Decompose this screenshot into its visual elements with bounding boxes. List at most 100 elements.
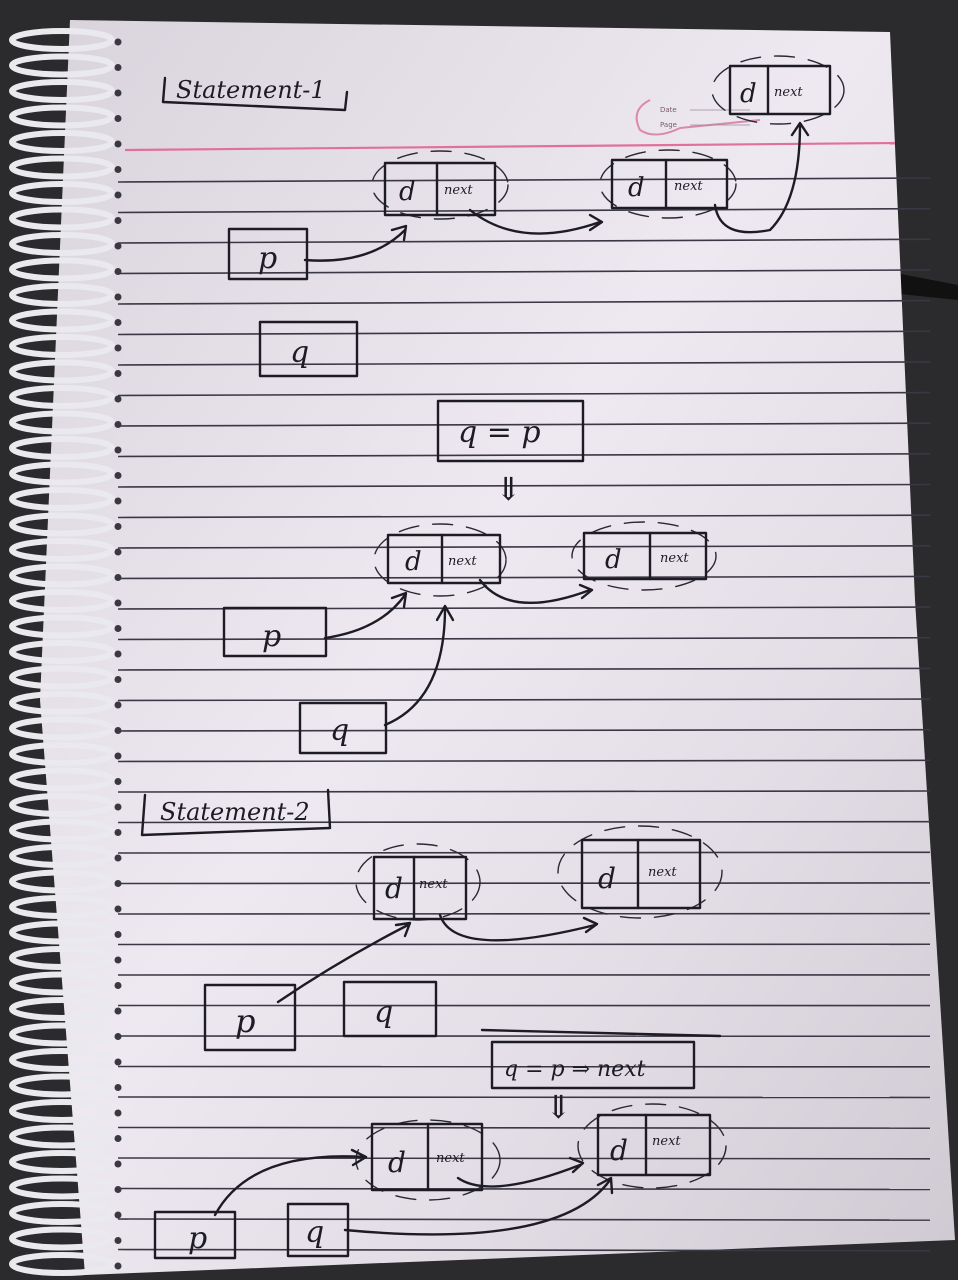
ruled-line xyxy=(117,544,931,549)
node-next-label: next xyxy=(648,865,677,880)
spiral-ring xyxy=(9,53,122,78)
spiral-ring xyxy=(9,1048,122,1072)
spiral-ring xyxy=(9,691,122,715)
node-next-label: next xyxy=(444,183,473,198)
ruled-line xyxy=(117,636,931,641)
spiral-ring xyxy=(9,385,122,409)
ruled-line xyxy=(117,882,931,885)
pointer-p-label: p xyxy=(235,1002,255,1040)
paper-sheet xyxy=(40,20,955,1275)
s1-node-2: d next xyxy=(599,149,737,219)
spiral-ring xyxy=(9,206,122,231)
ruled-line xyxy=(117,299,931,305)
ruled-line xyxy=(117,1218,931,1221)
spiral-ring xyxy=(9,410,122,435)
spiral-ring xyxy=(9,971,122,996)
s1-pointer-p: p xyxy=(227,227,309,281)
s2-pointer-q: q xyxy=(342,980,438,1038)
node-data-label: d xyxy=(610,1134,628,1167)
spiral-ring xyxy=(9,793,122,817)
spiral-ring xyxy=(9,232,122,256)
spiral-ring xyxy=(9,1150,122,1174)
spiral-binding xyxy=(9,28,122,1276)
s1-assignment: q = p xyxy=(436,399,585,463)
ruled-line xyxy=(117,851,931,854)
s1-node-3: d next xyxy=(711,55,845,125)
statement-2-heading-text: Statement-2 xyxy=(160,798,310,826)
ruled-line xyxy=(117,728,931,732)
node-data-label: d xyxy=(385,872,403,905)
ruled-line xyxy=(117,1126,931,1129)
spiral-ring xyxy=(9,28,122,52)
statement-2-heading: Statement-2 xyxy=(140,788,332,837)
ruled-line xyxy=(117,698,931,702)
s2-assignment: q = p ⇒ next xyxy=(480,1028,722,1090)
spiral-ring xyxy=(9,487,122,511)
spiral-ring xyxy=(9,563,122,588)
node-next-label: next xyxy=(448,554,477,569)
s1-result-node-1: d next xyxy=(373,523,507,597)
s2-result-pointer-p: p xyxy=(153,1210,237,1260)
ruled-line xyxy=(117,1096,931,1099)
spiral-ring xyxy=(9,512,122,537)
spiral-ring xyxy=(9,155,122,180)
node-data-label: d xyxy=(399,177,416,207)
ruled-line xyxy=(117,1248,931,1252)
statement-1-heading: Statement-1 xyxy=(161,76,349,112)
spiral-ring xyxy=(9,716,122,741)
spiral-ring xyxy=(9,1201,122,1225)
s1-pointer-q: q xyxy=(258,320,359,378)
spiral-ring xyxy=(9,767,122,792)
pointer-p-label: p xyxy=(258,241,277,276)
spiral-ring xyxy=(9,818,122,843)
node-next-label: next xyxy=(774,85,803,100)
spiral-ring xyxy=(9,589,122,613)
spiral-ring xyxy=(9,181,122,205)
spiral-ring xyxy=(9,461,122,486)
spiral-ring xyxy=(9,79,122,103)
node-next-label: next xyxy=(674,179,703,194)
spiral-ring xyxy=(9,844,122,868)
spiral-ring xyxy=(9,997,122,1021)
ruled-line xyxy=(117,483,931,488)
pointer-q-label: q xyxy=(330,713,349,748)
spiral-ring xyxy=(9,104,122,129)
s2-pointer-p: p xyxy=(203,983,297,1052)
spiral-ring xyxy=(9,257,122,282)
spiral-ring xyxy=(9,614,122,639)
ruled-line xyxy=(117,361,931,366)
pointer-p-label: p xyxy=(262,619,281,654)
node-data-label: d xyxy=(405,547,422,577)
node-data-label: d xyxy=(598,862,616,895)
down-arrow: ⇓ xyxy=(495,470,522,508)
spiral-ring xyxy=(9,742,122,766)
node-next-label: next xyxy=(660,551,689,566)
statement-1-heading-text: Statement-1 xyxy=(176,76,326,104)
node-next-label: next xyxy=(419,877,448,892)
spiral-ring xyxy=(9,359,122,384)
spiral-ring xyxy=(9,1175,122,1200)
s2-node-1: d next xyxy=(355,843,481,921)
assignment-text: q = p xyxy=(458,415,541,450)
node-data-label: d xyxy=(628,173,645,203)
pointer-q-label: q xyxy=(305,1215,324,1250)
node-next-label: next xyxy=(436,1151,465,1166)
spiral-ring xyxy=(9,1022,122,1047)
spiral-ring xyxy=(9,436,122,460)
node-data-label: d xyxy=(605,545,622,575)
spiral-ring xyxy=(9,640,122,664)
s2-result-node-1: d next xyxy=(355,1119,501,1201)
ruled-line xyxy=(117,514,931,519)
ruled-line xyxy=(117,575,931,580)
ruled-line xyxy=(117,453,931,458)
page-label: Page xyxy=(660,121,677,129)
node-data-label: d xyxy=(388,1146,406,1179)
s1-node-1: d next xyxy=(371,150,509,220)
spiral-ring xyxy=(9,334,122,358)
ruled-line xyxy=(117,269,931,275)
ruled-line xyxy=(117,422,931,427)
s2-result-node-2: d next xyxy=(577,1103,727,1189)
pointer-q-label: q xyxy=(374,995,393,1030)
spiral-ring xyxy=(9,1073,122,1098)
spiral-ring xyxy=(9,308,122,333)
